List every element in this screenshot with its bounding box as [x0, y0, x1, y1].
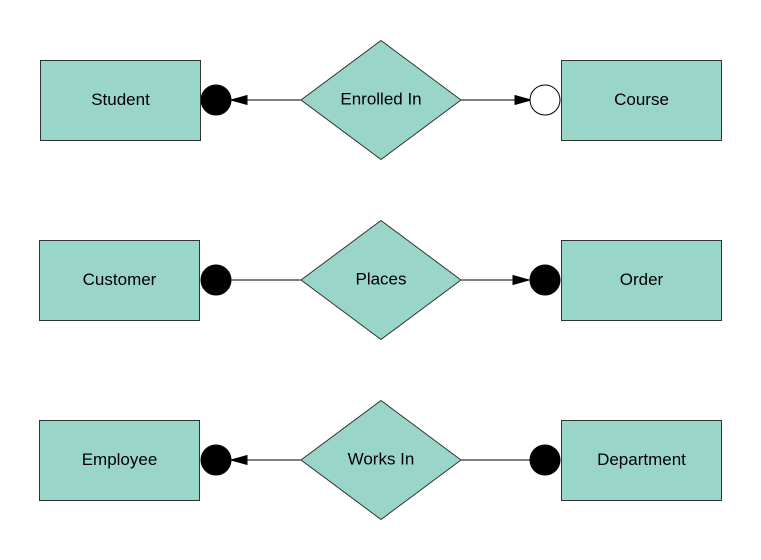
entity-label: Course [614, 90, 669, 109]
entity-box [39, 240, 200, 321]
entity-box [40, 60, 201, 141]
relationship-diamond [300, 399, 462, 521]
entity-label: Department [597, 450, 686, 469]
relationship-row-2: Customer Places Order [39, 219, 722, 341]
relationship-label: Places [355, 269, 406, 288]
entity-label: Customer [83, 270, 157, 289]
entity-box [561, 60, 722, 141]
relationship-row-1: Student Enrolled In Course [40, 39, 722, 161]
right-cardinality-dot [529, 444, 561, 476]
entity-customer[interactable]: Customer [39, 240, 200, 321]
left-arrowhead [229, 94, 248, 106]
entity-box [39, 420, 200, 501]
relationship-enrolled-in[interactable]: Enrolled In [300, 39, 462, 161]
entity-department[interactable]: Department [561, 420, 722, 501]
right-cardinality-dot [529, 264, 561, 296]
left-arrowhead [229, 454, 248, 466]
relationship-diamond [300, 219, 462, 341]
entity-student[interactable]: Student [40, 60, 201, 141]
entity-box [561, 240, 722, 321]
entity-employee[interactable]: Employee [39, 420, 200, 501]
relationship-label: Enrolled In [340, 89, 421, 108]
relationship-diamond [300, 39, 462, 161]
left-cardinality-dot [200, 84, 232, 116]
relationship-places[interactable]: Places [300, 219, 462, 341]
entity-label: Student [91, 90, 150, 109]
entity-order[interactable]: Order [561, 240, 722, 321]
left-cardinality-dot [200, 444, 232, 476]
relationship-label: Works In [348, 449, 415, 468]
right-arrowhead [512, 274, 531, 286]
right-cardinality-circle [529, 84, 561, 116]
relationship-row-3: Employee Works In Department [39, 399, 722, 521]
entity-label: Employee [82, 450, 158, 469]
left-cardinality-dot [200, 264, 232, 296]
entity-label: Order [620, 270, 664, 289]
relationship-works-in[interactable]: Works In [300, 399, 462, 521]
right-arrowhead [514, 94, 533, 106]
entity-course[interactable]: Course [561, 60, 722, 141]
entity-box [561, 420, 722, 501]
